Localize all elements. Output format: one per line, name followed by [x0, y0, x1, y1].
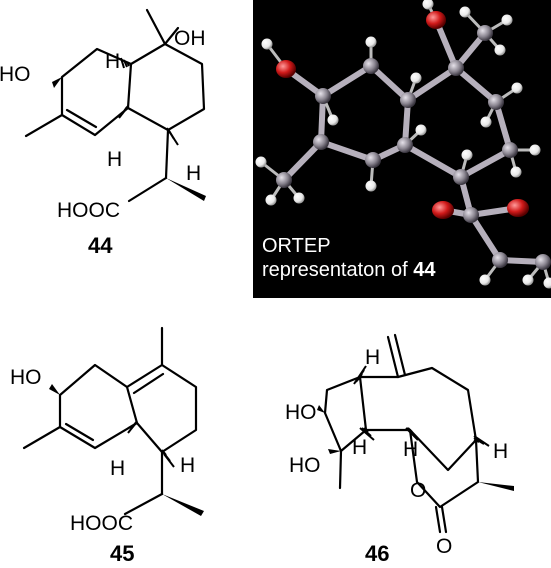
atom-ho: HO — [0, 63, 31, 86]
atom-h-bottom: H — [107, 148, 122, 171]
compound-46: HO HO H H H H O O 46 — [285, 333, 514, 566]
atom-hooc: HOOC — [70, 512, 133, 535]
compound-label: 44 — [88, 233, 113, 258]
atom-ho-top: HO — [285, 401, 317, 424]
atom-hooc: HOOC — [57, 199, 120, 222]
atom-h-right: H — [493, 440, 508, 463]
compound-label: 46 — [365, 541, 389, 566]
ortep-caption-line1: ORTEP — [262, 235, 331, 257]
ortep-caption-line2: representaton of 44 — [262, 258, 435, 282]
atom-h-side: H — [180, 454, 195, 477]
atom-h-side: H — [186, 162, 201, 185]
atom-oh: OH — [174, 27, 206, 50]
compound-label: 45 — [110, 541, 134, 566]
ortep-caption-compound: 44 — [413, 259, 436, 281]
atom-ho-bottom: HO — [289, 454, 321, 477]
compound-44: HO OH H H H HOOC 44 — [0, 8, 206, 258]
atom-h-low: H — [403, 438, 418, 461]
atom-o-ring: O — [410, 479, 426, 502]
ortep-structure-image — [255, 0, 551, 289]
atom-h-top: H — [105, 50, 120, 73]
atom-h-ring: H — [110, 457, 125, 480]
compound-45: HO H H HOOC 45 — [10, 326, 204, 566]
ortep-caption-prefix: representaton of — [262, 259, 414, 281]
atom-h-top: H — [365, 346, 380, 369]
ortep-caption: ORTEP representaton of 44 — [262, 234, 435, 282]
atom-h-mid: H — [352, 436, 367, 459]
atom-ho: HO — [10, 366, 42, 389]
ortep-panel — [253, 0, 551, 298]
atom-o-carbonyl: O — [436, 535, 452, 558]
